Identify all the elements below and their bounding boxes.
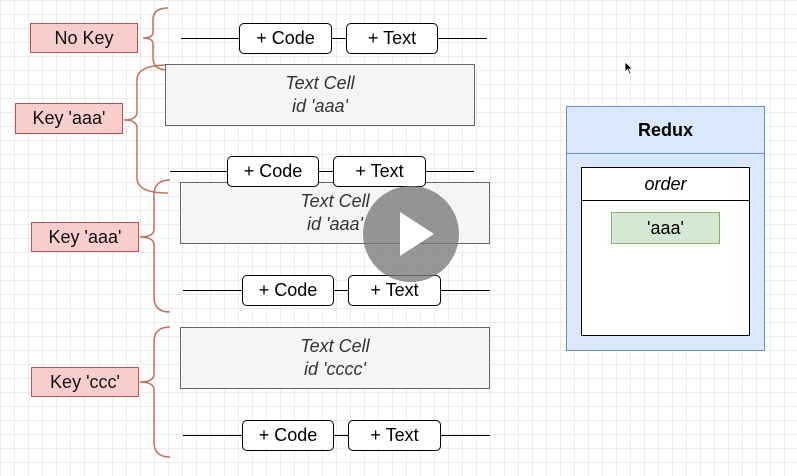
text-cell-3: Text Cell id 'cccc' (180, 327, 490, 389)
add-bar-line-2 (170, 171, 474, 172)
text-cell-2-title: Text Cell (300, 191, 370, 211)
add-bar-line-1 (181, 38, 487, 39)
add-code-button-2[interactable]: + Code (227, 156, 319, 187)
order-list: order (581, 167, 750, 336)
brace-key-ccc (139, 326, 171, 458)
order-title: order (582, 168, 749, 201)
add-code-button-1[interactable]: + Code (239, 23, 332, 54)
mouse-cursor-icon (624, 61, 634, 75)
text-cell-3-id: id 'cccc' (304, 359, 366, 379)
add-code-button-3[interactable]: + Code (242, 275, 334, 306)
brace-key-aaa-2 (139, 179, 171, 313)
redux-title: Redux (567, 107, 764, 154)
add-text-button-1[interactable]: + Text (346, 23, 438, 54)
text-cell-1-title: Text Cell (285, 73, 355, 93)
add-text-button-3[interactable]: + Text (348, 275, 441, 306)
key-label-no-key: No Key (30, 23, 138, 53)
text-cell-2-id: id 'aaa' (307, 214, 363, 234)
text-cell-1-id: id 'aaa' (292, 96, 348, 116)
key-label-ccc: Key 'ccc' (31, 367, 139, 397)
add-bar-line-4 (183, 435, 490, 436)
key-label-aaa-1: Key 'aaa' (15, 103, 123, 134)
order-item: 'aaa' (611, 212, 720, 244)
text-cell-1: Text Cell id 'aaa' (165, 64, 475, 126)
text-cell-3-title: Text Cell (300, 336, 370, 356)
add-code-button-4[interactable]: + Code (242, 420, 334, 451)
brace-key-aaa-1 (123, 64, 169, 194)
brace-no-key (142, 7, 169, 71)
key-label-aaa-2: Key 'aaa' (31, 222, 139, 252)
add-bar-line-3 (183, 290, 490, 291)
play-icon (400, 212, 434, 256)
add-text-button-2[interactable]: + Text (333, 156, 426, 187)
add-text-button-4[interactable]: + Text (348, 420, 441, 451)
play-button[interactable] (363, 186, 459, 282)
